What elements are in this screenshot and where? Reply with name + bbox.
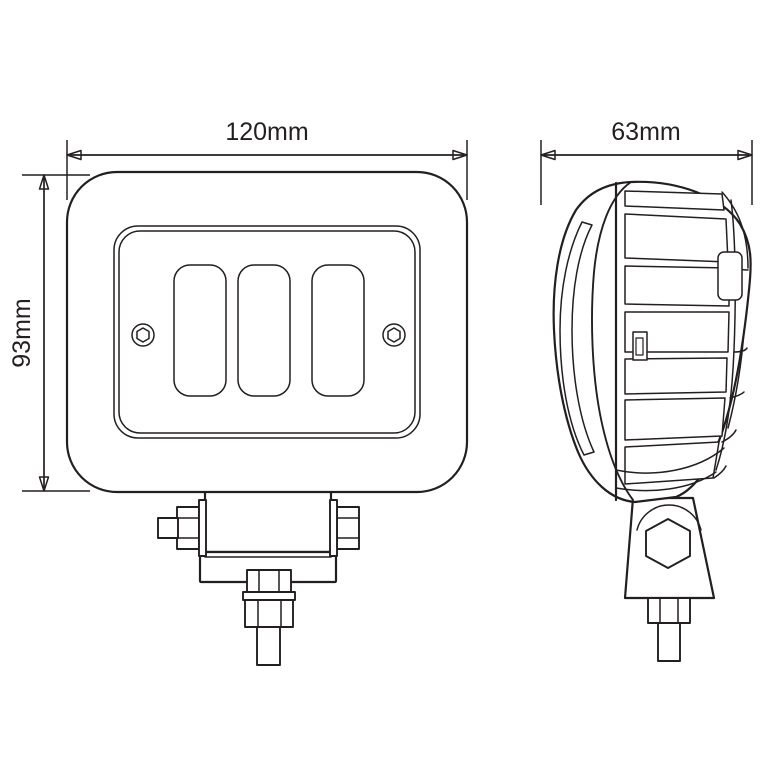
- front-height-extension-lines: [22, 174, 90, 492]
- side-vent-inner: [635, 337, 644, 356]
- front-width-dimension: [66, 149, 468, 161]
- bracket-bolt-right: [329, 499, 360, 557]
- side-small-vent: [632, 331, 648, 361]
- bolt-left-shaft: [157, 517, 179, 539]
- stud-shaft: [256, 626, 281, 666]
- side-bottom-sweep-2: [615, 447, 725, 474]
- side-stud-nut: [647, 597, 691, 624]
- rear-slot-line-4: [721, 429, 737, 443]
- heatsink-fin-2: [624, 213, 729, 263]
- bracket-center-block: [246, 569, 292, 593]
- side-lens-highlight-crescent: [559, 221, 595, 456]
- side-wiring-port: [717, 251, 743, 301]
- side-hex-bolt-head: [645, 518, 691, 569]
- side-bracket-arc: [636, 504, 702, 531]
- dimension-label-front-width: 120mm: [225, 118, 308, 146]
- arrowhead-bottom-93: [38, 476, 50, 492]
- front-bottom-stud-bolt: [242, 591, 296, 666]
- front-height-dimension: [38, 174, 50, 492]
- bolt-right-nut: [336, 506, 360, 550]
- side-lens-front-curve: [591, 181, 634, 501]
- side-depth-extension-lines: [540, 140, 753, 205]
- lens-slot-right: [311, 264, 365, 397]
- lens-slot-center: [237, 264, 291, 397]
- dimension-label-side-depth: 63mm: [611, 118, 680, 146]
- bolt-right-washer: [329, 499, 338, 557]
- bracket-bolt-left: [157, 499, 207, 557]
- arrowhead-top-93: [38, 174, 50, 190]
- dimension-label-front-height: 93mm: [8, 298, 36, 367]
- heatsink-fin-4: [624, 311, 730, 353]
- rear-slot-line-2: [733, 347, 748, 353]
- bolt-left-washer: [198, 499, 207, 557]
- side-bottom-sweep-1: [615, 471, 717, 492]
- stud-washer: [242, 591, 296, 601]
- side-mounting-bracket: [623, 496, 716, 662]
- arrowhead-right-120: [452, 149, 468, 161]
- side-rear-rib: [715, 199, 736, 471]
- arrowhead-left-120: [66, 149, 82, 161]
- side-view-group: 63mm: [540, 118, 753, 662]
- arrowhead-right-63: [737, 149, 753, 161]
- hex-screw-left-head: [136, 327, 150, 343]
- heatsink-fin-5: [624, 357, 728, 395]
- heatsink-fin-6: [624, 397, 726, 441]
- heatsink-fin-3: [624, 265, 730, 307]
- lens-slot-left: [173, 264, 227, 397]
- bolt-left-nut: [176, 506, 200, 550]
- side-stud-shaft: [657, 622, 681, 662]
- stud-nut: [244, 599, 294, 628]
- arrowhead-left-63: [540, 149, 556, 161]
- heatsink-fin-1: [624, 190, 725, 211]
- hex-screw-left: [131, 323, 155, 347]
- front-mounting-bracket: [157, 488, 360, 666]
- rear-slot-line-5: [713, 465, 727, 479]
- bracket-body: [203, 488, 333, 554]
- front-view-group: 120mm 93mm: [8, 118, 469, 666]
- rear-slot-line-3: [729, 391, 745, 399]
- side-rear-slots: [713, 267, 749, 479]
- side-rear-cap-top-curve: [721, 191, 749, 269]
- side-rear-cap-mid-curve: [727, 329, 745, 429]
- side-depth-dimension: [540, 149, 753, 161]
- front-width-extension-lines: [66, 140, 468, 200]
- hex-screw-right-head: [387, 327, 401, 343]
- hex-screw-right: [382, 323, 406, 347]
